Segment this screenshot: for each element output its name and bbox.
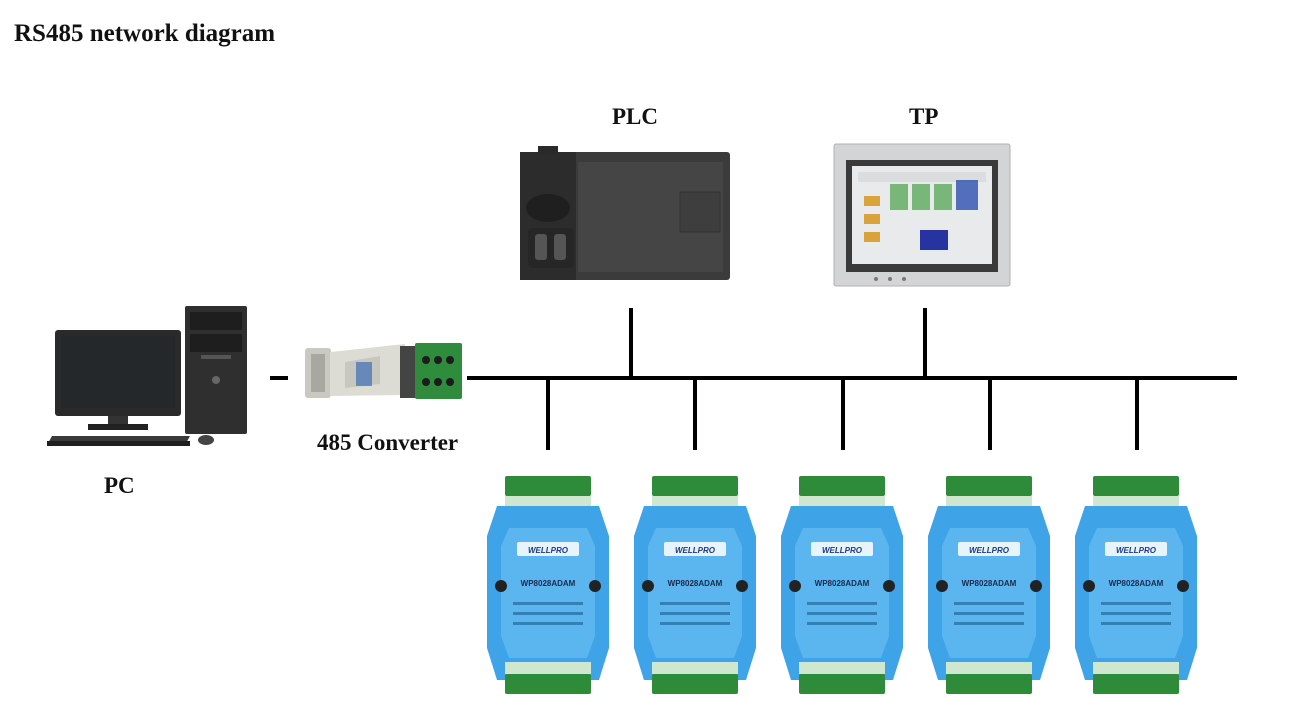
touch-panel-icon (833, 143, 1011, 287)
module-drop-line (841, 378, 845, 450)
rs485-bus-line (467, 376, 1237, 380)
module-drop-line (1135, 378, 1139, 450)
pc-converter-link (270, 376, 288, 380)
tp-drop-line (923, 308, 927, 378)
tp-label: TP (909, 104, 939, 129)
plc-label: PLC (612, 104, 658, 129)
pc-label: PC (104, 473, 135, 498)
plc-drop-line (629, 308, 633, 378)
plc-device-icon (520, 146, 730, 280)
module-drop-line (693, 378, 697, 450)
io-module-icon (634, 476, 756, 694)
converter-label: 485 Converter (317, 430, 459, 455)
pc-computer-icon (47, 306, 247, 446)
module-drop-line (988, 378, 992, 450)
diagram-title: RS485 network diagram (14, 20, 276, 47)
module-drop-line (546, 378, 550, 450)
io-module-icon (1075, 476, 1197, 694)
converter-device-icon (305, 343, 462, 399)
io-module-icon (781, 476, 903, 694)
io-module-icon (487, 476, 609, 694)
io-module-icon (928, 476, 1050, 694)
